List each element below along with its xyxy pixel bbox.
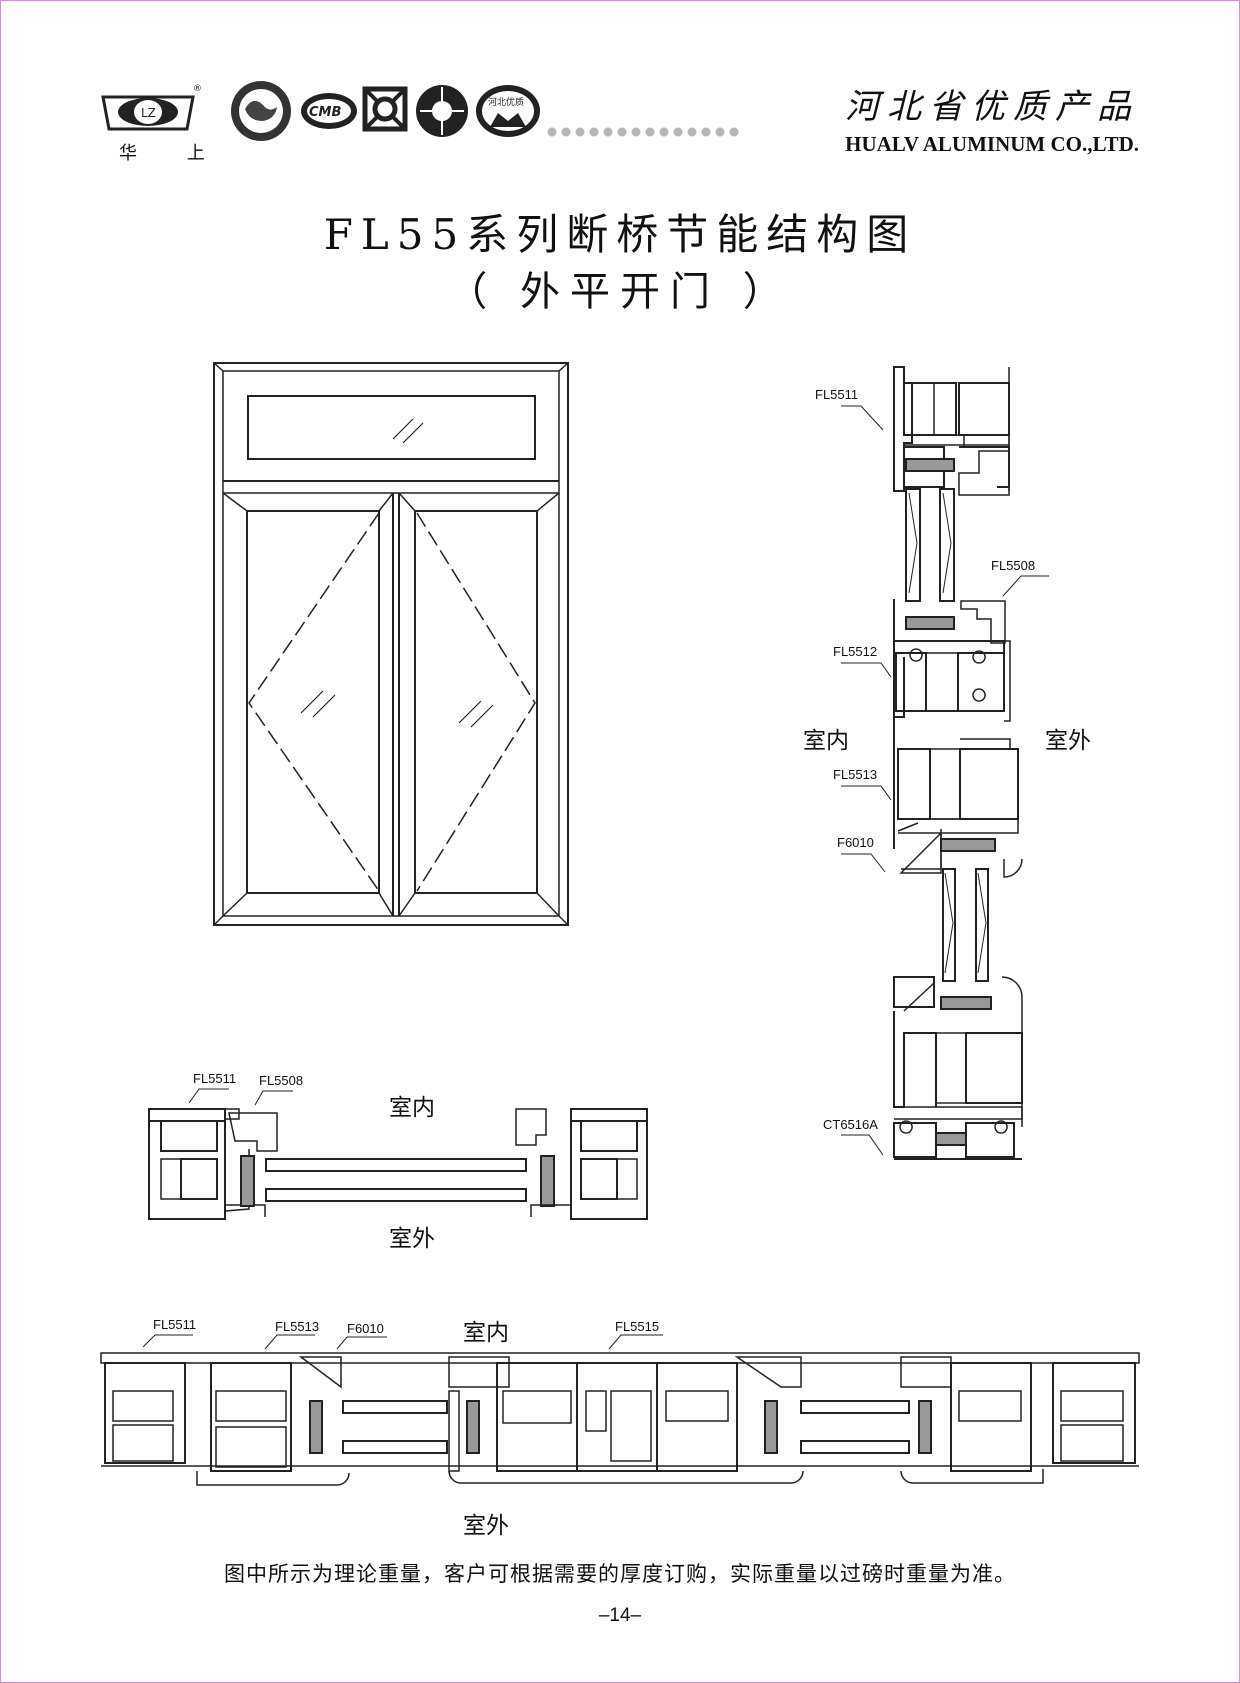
header-dot <box>701 127 711 137</box>
small-horizontal-section <box>148 1088 648 1220</box>
label-fl5508-side: FL5508 <box>991 558 1036 573</box>
label-outdoor-side: 室外 <box>1045 728 1091 754</box>
svg-text:LZ: LZ <box>141 106 156 120</box>
header-dot <box>659 127 669 137</box>
label-fl5513-wide: FL5513 <box>275 1319 320 1334</box>
huashang-logo-icon: LZ ® <box>101 84 202 131</box>
page-subtitle: （ 外平开门 ） <box>447 269 793 315</box>
svg-text:®: ® <box>193 84 202 94</box>
vertical-section <box>841 366 1049 1160</box>
svg-text:河北优质: 河北优质 <box>488 96 524 108</box>
company-name: HUALV ALUMINUM CO.,LTD. <box>845 132 1139 156</box>
label-fl5508-small: FL5508 <box>259 1073 304 1088</box>
header-dot-line <box>547 127 739 137</box>
page-number: –14– <box>598 1605 642 1626</box>
cma-logo-icon: CMB <box>301 93 357 129</box>
header-dot <box>715 127 725 137</box>
header-dot <box>561 127 571 137</box>
label-ct6516a: CT6516A <box>823 1117 878 1132</box>
header-title: 河北省优质产品 <box>845 87 1139 127</box>
header-dot <box>687 127 697 137</box>
hebei-quality-seal-icon: 河北优质 <box>476 85 540 137</box>
header-dot <box>603 127 613 137</box>
label-f6010-side: F6010 <box>837 835 874 850</box>
quality-mark-icon <box>362 86 408 132</box>
wide-horizontal-section <box>100 1334 1140 1486</box>
header-dot <box>673 127 683 137</box>
globe-seal-icon <box>231 81 291 141</box>
label-fl5512: FL5512 <box>833 644 878 659</box>
label-fl5511-wide: FL5511 <box>153 1317 197 1332</box>
emblem-icon <box>416 85 468 137</box>
logo-caption: 华 上 <box>119 143 227 164</box>
header-right: 河北省优质产品 HUALV ALUMINUM CO.,LTD. <box>845 79 1139 157</box>
label-indoor-small: 室内 <box>389 1095 435 1121</box>
header-dot <box>631 127 641 137</box>
label-fl5513-side: FL5513 <box>833 767 878 782</box>
label-outdoor-small: 室外 <box>389 1226 435 1252</box>
header-dot <box>575 127 585 137</box>
door-elevation <box>213 362 569 926</box>
label-fl5511-side: FL5511 <box>815 387 859 402</box>
header-dot <box>589 127 599 137</box>
header-dot <box>617 127 627 137</box>
label-f6010-wide: F6010 <box>347 1321 384 1336</box>
label-outdoor-wide: 室外 <box>463 1513 509 1539</box>
label-fl5515: FL5515 <box>615 1319 660 1334</box>
svg-text:CMB: CMB <box>309 105 341 120</box>
label-indoor-wide: 室内 <box>463 1320 509 1346</box>
page-title: FL55系列断桥节能结构图 <box>323 210 917 259</box>
header-dot <box>547 127 557 137</box>
header-dot <box>729 127 739 137</box>
label-fl5511-small: FL5511 <box>193 1071 237 1086</box>
header-dot <box>645 127 655 137</box>
header-logos: LZ ® CMB 河北优质 <box>101 81 540 141</box>
label-indoor-side: 室内 <box>803 728 849 754</box>
footnote: 图中所示为理论重量，客户可根据需要的厚度订购，实际重量以过磅时重量为准。 <box>224 1562 1016 1586</box>
